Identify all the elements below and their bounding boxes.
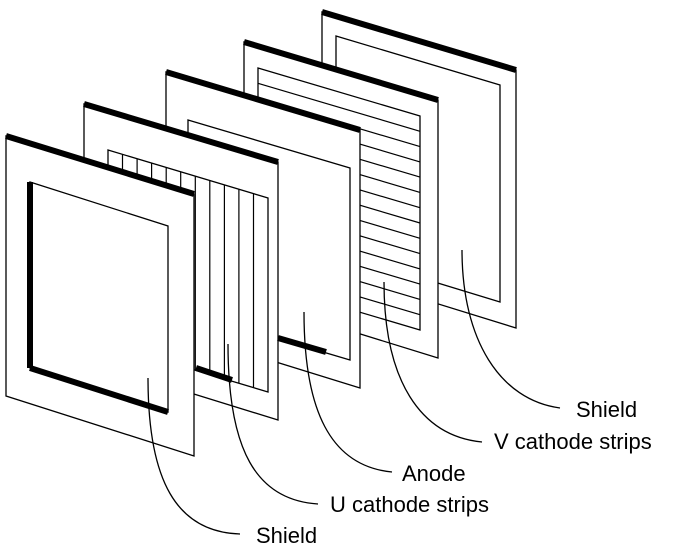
- label-v-cathode-strips: V cathode strips: [494, 429, 652, 454]
- label-shield-back: Shield: [576, 397, 637, 422]
- leader-shield-front: [147, 377, 241, 535]
- anode-window-edge: [277, 335, 327, 355]
- label-shield-front: Shield: [256, 523, 317, 548]
- u-window-edge: [195, 365, 233, 383]
- leader-v-cathode: [383, 281, 483, 443]
- leader-u-cathode: [227, 343, 319, 505]
- leader-anode: [303, 311, 393, 473]
- label-u-cathode-strips: U cathode strips: [330, 492, 489, 517]
- plate-shield-front: [5, 133, 195, 457]
- label-anode: Anode: [402, 461, 466, 486]
- leader-shield-back: [461, 249, 561, 409]
- v-strip-line: [257, 82, 421, 132]
